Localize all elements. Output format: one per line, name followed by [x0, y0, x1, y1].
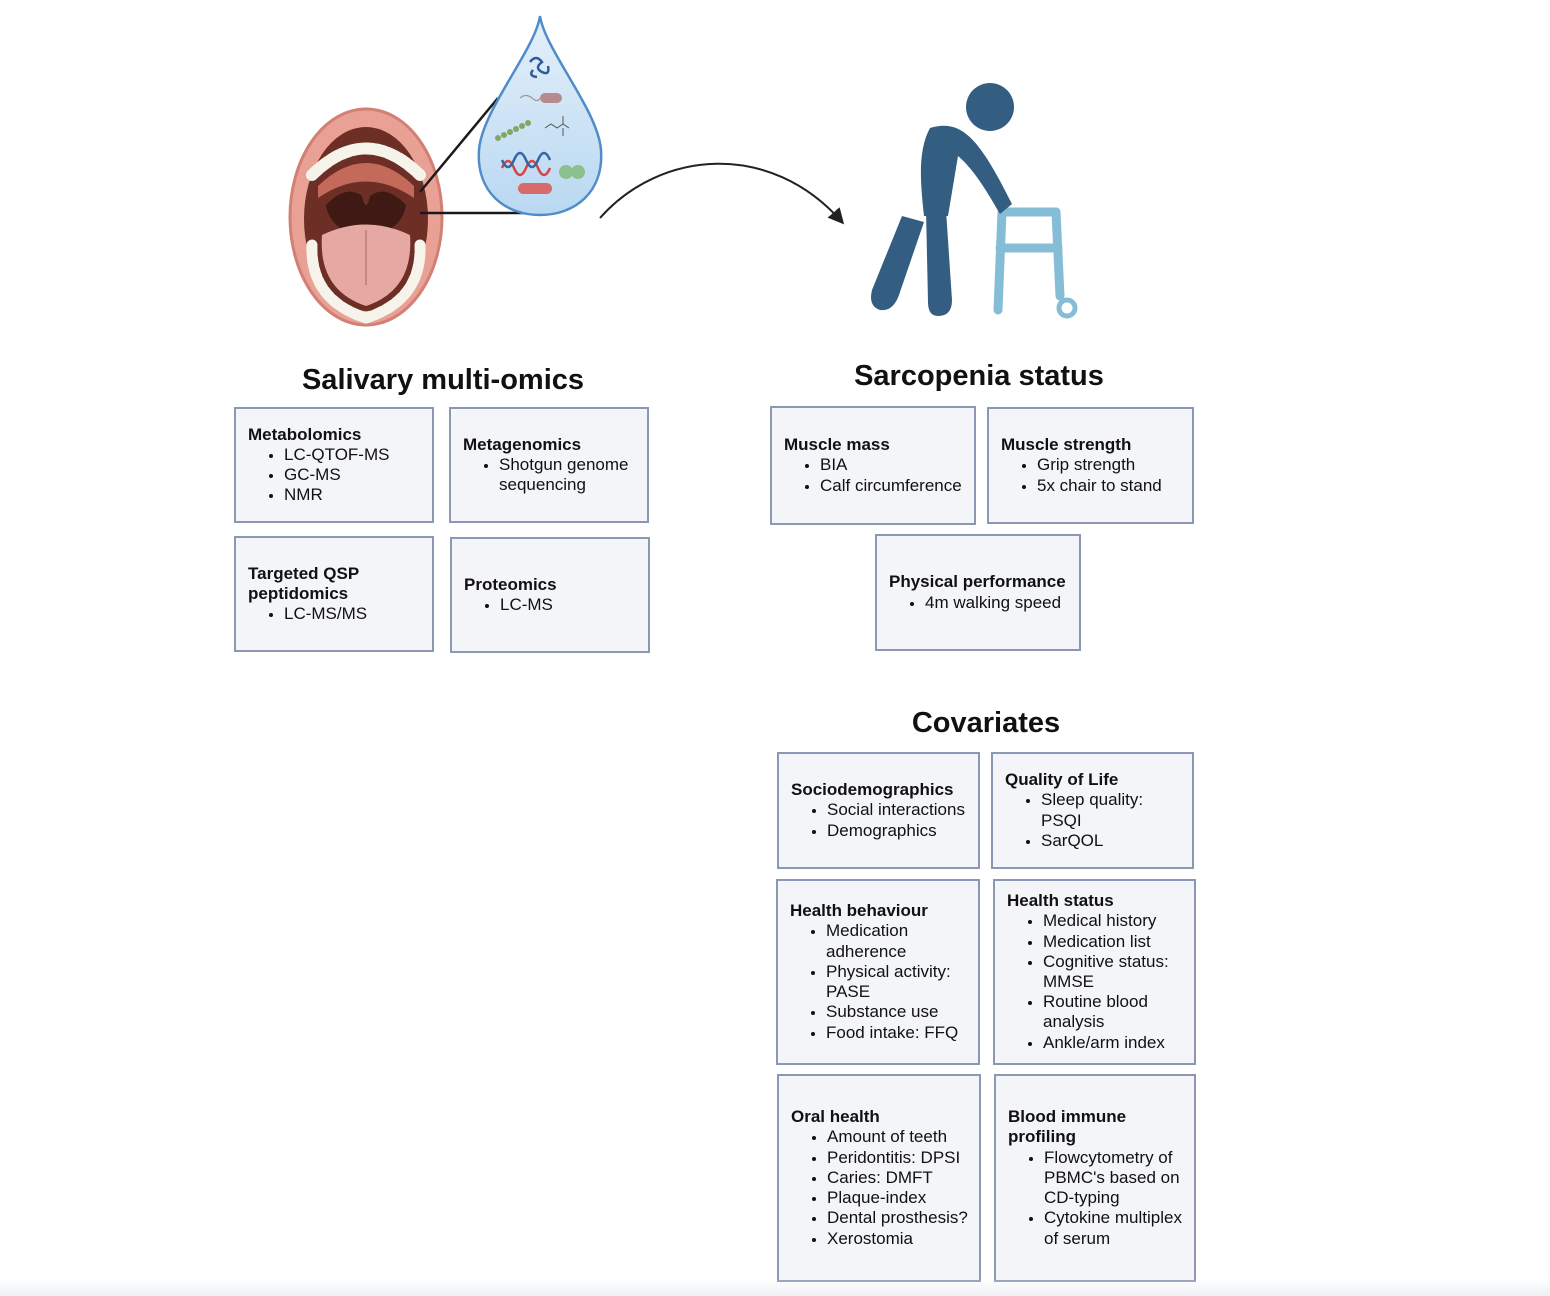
item-list: 4m walking speed — [889, 593, 1071, 613]
health-status-box: Health status Medical history Medication… — [993, 879, 1196, 1065]
list-item: Calf circumference — [820, 476, 966, 496]
list-item: Ankle/arm index — [1043, 1033, 1186, 1053]
box-title: Blood immune profiling — [1008, 1107, 1127, 1147]
list-item: NMR — [284, 485, 424, 505]
box-title: Health behaviour — [790, 901, 928, 921]
bottom-edge-fade — [0, 1278, 1550, 1296]
box-title: Proteomics — [464, 574, 557, 594]
list-item: Substance use — [826, 1002, 970, 1022]
list-item: Sleep quality: PSQI — [1041, 790, 1184, 830]
list-item: Xerostomia — [827, 1229, 971, 1249]
list-item: Social interactions — [827, 800, 970, 820]
salivary-multiomics-title: Salivary multi-omics — [301, 364, 585, 396]
list-item: Cognitive status: MMSE — [1043, 952, 1186, 992]
health-behaviour-box: Health behaviour Medication adherence Ph… — [776, 879, 980, 1065]
box-title: Oral health — [791, 1107, 880, 1127]
targeted-qsp-peptidomics-box: Targeted QSP peptidomics LC-MS/MS — [234, 536, 434, 652]
open-mouth-icon — [288, 107, 444, 327]
item-list: LC-MS/MS — [248, 604, 424, 624]
muscle-mass-box: Muscle mass BIA Calf circumference — [770, 406, 976, 525]
list-item: Grip strength — [1037, 455, 1184, 475]
list-item: BIA — [820, 455, 966, 475]
list-item: LC-MS/MS — [284, 604, 424, 624]
curved-arrow-icon — [599, 162, 845, 225]
elderly-person-with-walker-icon — [871, 83, 1078, 319]
box-title: Health status — [1007, 891, 1114, 911]
item-list: Medication adherence Physical activity: … — [790, 921, 970, 1042]
list-item: Medication adherence — [826, 921, 970, 961]
oral-health-box: Oral health Amount of teeth Peridontitis… — [777, 1074, 981, 1282]
item-list: Grip strength 5x chair to stand — [1001, 455, 1184, 495]
list-item: Medical history — [1043, 911, 1186, 931]
item-list: Amount of teeth Peridontitis: DPSI Carie… — [791, 1127, 971, 1248]
metagenomics-box: Metagenomics Shotgun genome sequencing — [449, 407, 649, 523]
zoom-lines — [419, 97, 536, 215]
list-item: Amount of teeth — [827, 1127, 971, 1147]
item-list: Sleep quality: PSQI SarQOL — [1005, 790, 1184, 851]
item-list: Social interactions Demographics — [791, 800, 970, 840]
item-list: BIA Calf circumference — [784, 455, 966, 495]
list-item: Plaque-index — [827, 1188, 971, 1208]
list-item: Medication list — [1043, 932, 1186, 952]
covariates-title: Covariates — [911, 707, 1061, 739]
quality-of-life-box: Quality of Life Sleep quality: PSQI SarQ… — [991, 752, 1194, 869]
list-item: Dental prosthesis? — [827, 1208, 971, 1228]
list-item: GC-MS — [284, 465, 424, 485]
list-item: LC-QTOF-MS — [284, 445, 424, 465]
box-title: Quality of Life — [1005, 770, 1119, 790]
box-title: Targeted QSP peptidomics — [248, 563, 359, 603]
saliva-drop-icon — [477, 15, 603, 217]
box-title: Metagenomics — [463, 434, 582, 454]
item-list: LC-QTOF-MS GC-MS NMR — [248, 445, 424, 506]
list-item: Caries: DMFT — [827, 1168, 971, 1188]
list-item: Routine blood analysis — [1043, 992, 1186, 1032]
list-item: 5x chair to stand — [1037, 476, 1184, 496]
list-item: SarQOL — [1041, 831, 1184, 851]
list-item: Flowcytometry of PBMC's based on CD-typi… — [1044, 1148, 1186, 1209]
box-title: Muscle mass — [784, 435, 890, 455]
list-item: Demographics — [827, 821, 970, 841]
list-item: 4m walking speed — [925, 593, 1071, 613]
list-item: Physical activity: PASE — [826, 962, 970, 1002]
item-list: Medical history Medication list Cognitiv… — [1007, 911, 1186, 1052]
box-title: Sociodemographics — [791, 780, 954, 800]
item-list: Flowcytometry of PBMC's based on CD-typi… — [1008, 1148, 1186, 1249]
list-item: Shotgun genome sequencing — [499, 455, 639, 495]
metabolomics-box: Metabolomics LC-QTOF-MS GC-MS NMR — [234, 407, 434, 523]
box-title: Physical performance — [889, 572, 1066, 592]
list-item: Cytokine multiplex of serum — [1044, 1208, 1186, 1248]
proteomics-box: Proteomics LC-MS — [450, 537, 650, 653]
box-title: Metabolomics — [248, 424, 362, 444]
item-list: LC-MS — [464, 595, 640, 615]
sarcopenia-status-title: Sarcopenia status — [854, 360, 1104, 392]
list-item: LC-MS — [500, 595, 640, 615]
blood-immune-profiling-box: Blood immune profiling Flowcytometry of … — [994, 1074, 1196, 1282]
list-item: Peridontitis: DPSI — [827, 1148, 971, 1168]
muscle-strength-box: Muscle strength Grip strength 5x chair t… — [987, 407, 1194, 524]
item-list: Shotgun genome sequencing — [463, 455, 639, 495]
list-item: Food intake: FFQ — [826, 1023, 970, 1043]
box-title: Muscle strength — [1001, 435, 1132, 455]
sociodemographics-box: Sociodemographics Social interactions De… — [777, 752, 980, 869]
physical-performance-box: Physical performance 4m walking speed — [875, 534, 1081, 651]
